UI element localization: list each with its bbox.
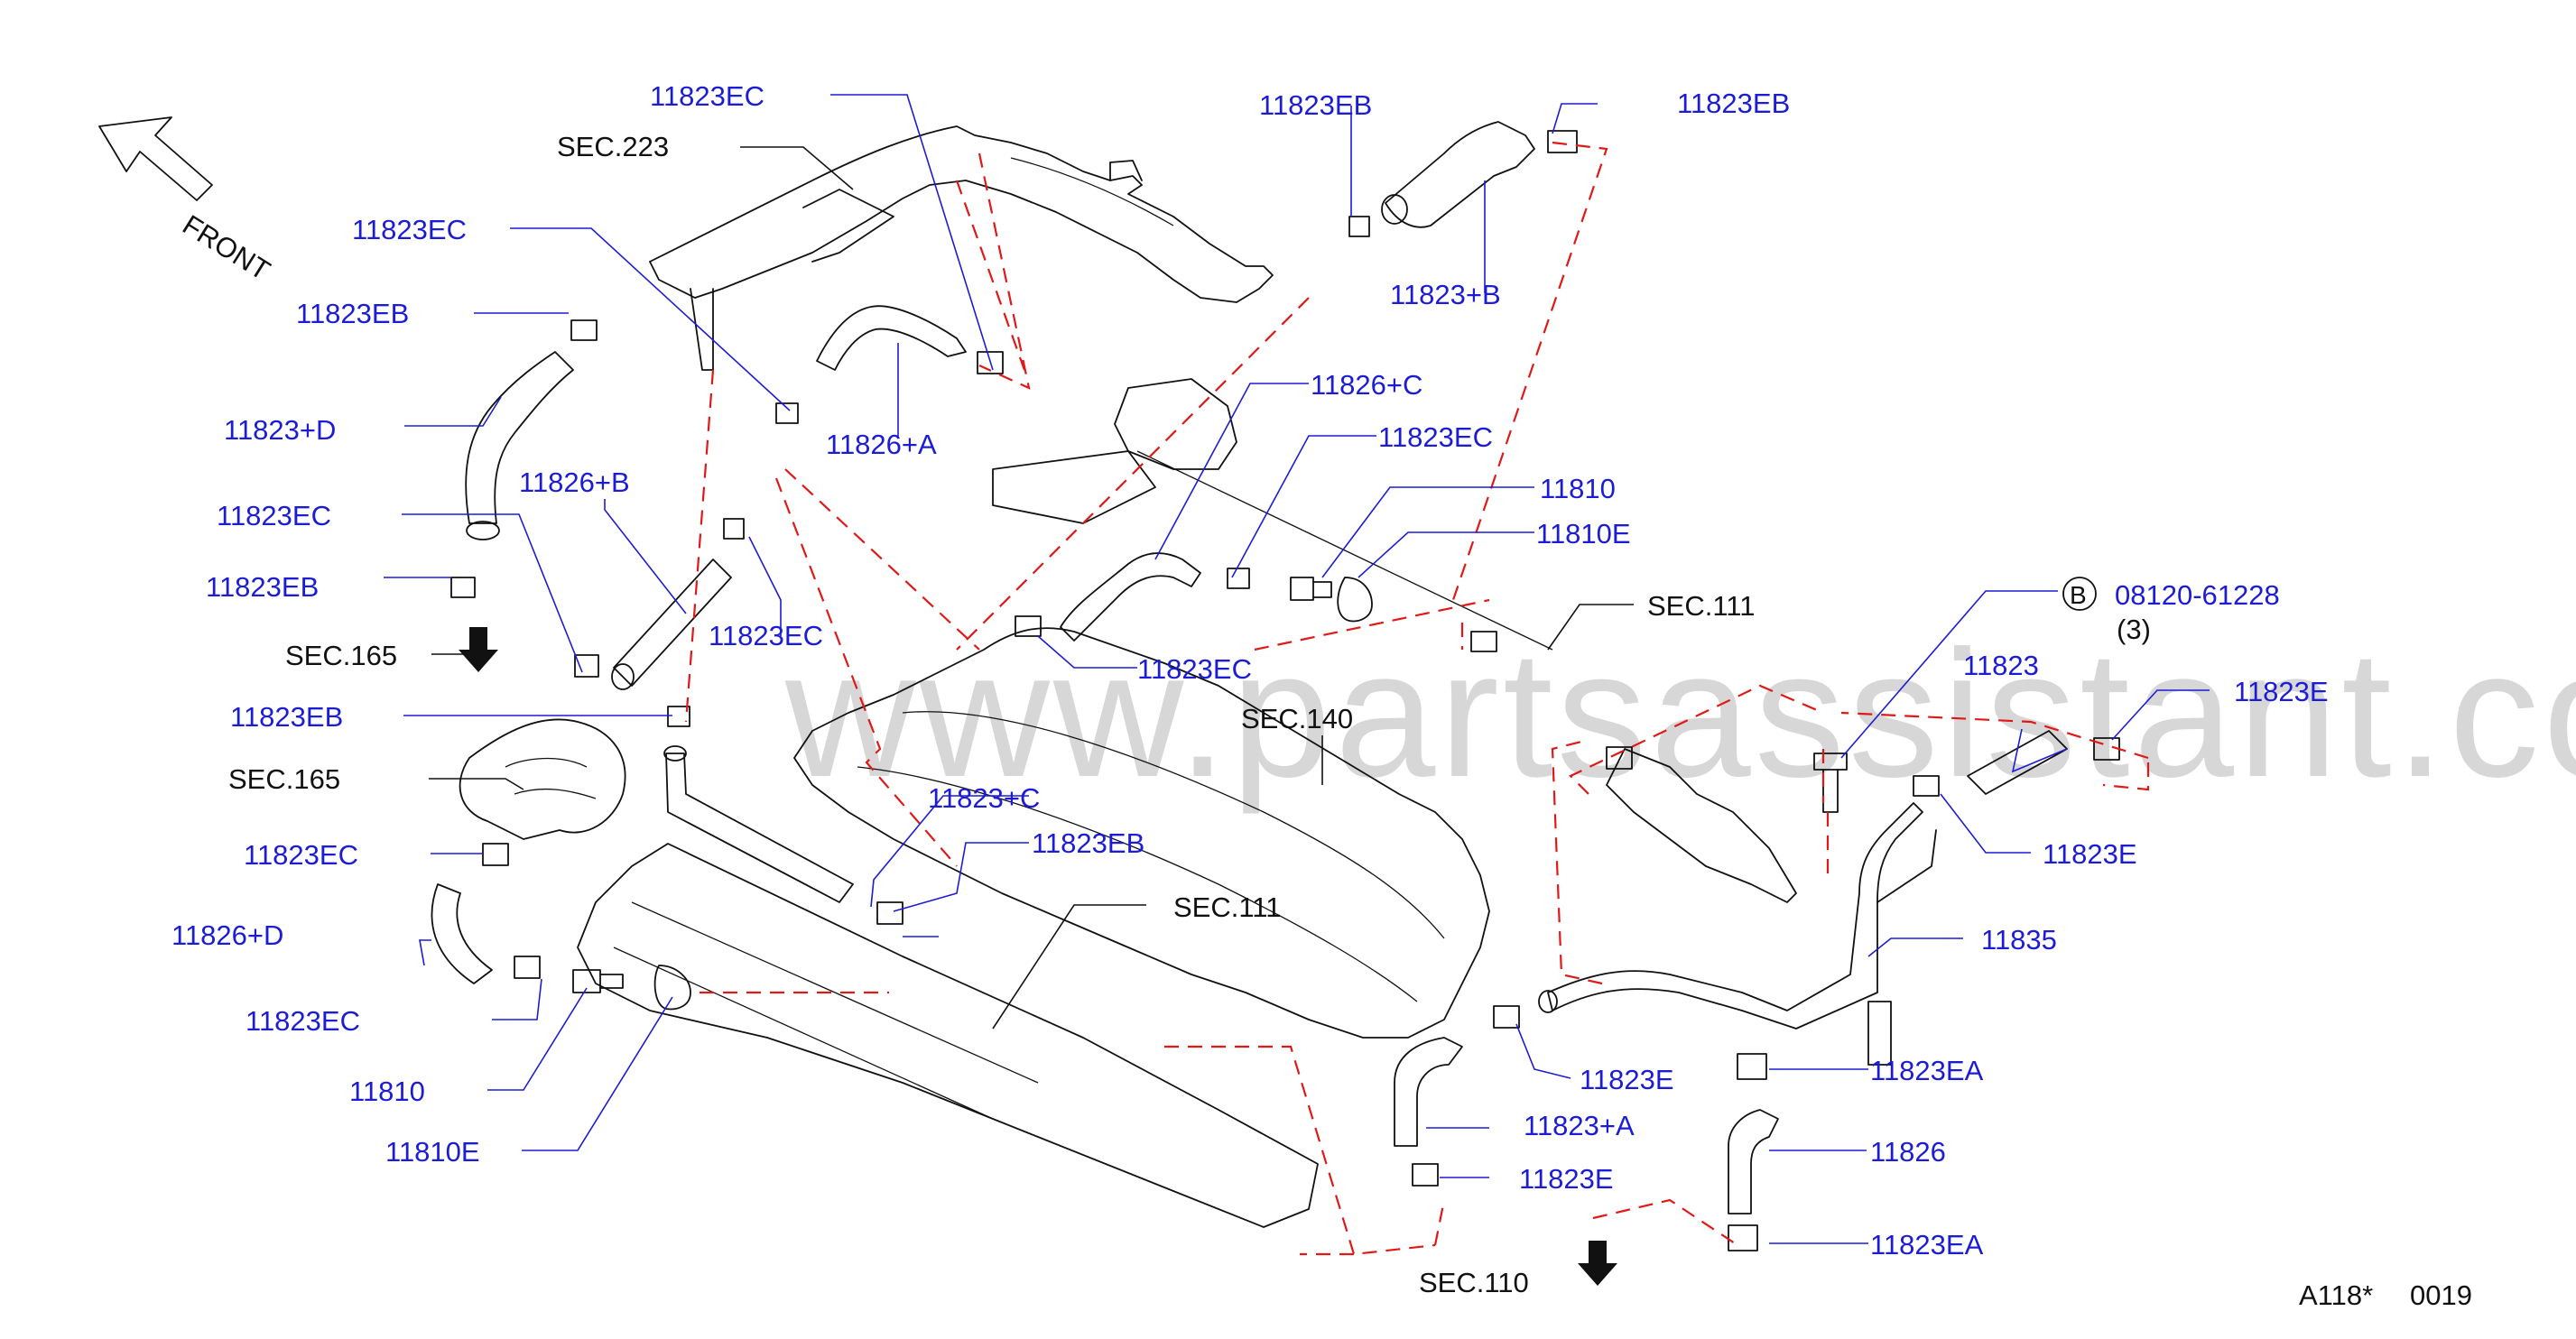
part-label[interactable]: 11823E — [1519, 1163, 1614, 1195]
part-label[interactable]: 11823EC — [709, 620, 823, 651]
clamp-icon — [1470, 631, 1497, 652]
front-arrow-icon — [98, 116, 213, 201]
hose-11823-a — [1394, 1037, 1463, 1147]
section-label[interactable]: SEC.110 — [1419, 1267, 1529, 1298]
watermark-text: www.partsassistant.com — [784, 614, 2576, 815]
clamp-icon — [1547, 130, 1578, 153]
clamp-icon — [1728, 1224, 1758, 1251]
clamp-icon — [1348, 216, 1370, 237]
clamp-icon — [667, 706, 690, 727]
part-label[interactable]: 11823EC — [1378, 421, 1493, 453]
bracket-sec-111 — [1606, 748, 1797, 903]
clamp-icon — [977, 351, 1004, 374]
clamp-icon — [1412, 1163, 1439, 1187]
part-label[interactable]: 11810E — [385, 1136, 480, 1168]
diagram-number: 0019 — [2410, 1279, 2472, 1311]
part-label[interactable]: 11823EC — [244, 839, 358, 871]
diagram-code: A118* — [2299, 1279, 2373, 1311]
part-label[interactable]: 11823EC — [650, 80, 764, 112]
part-label[interactable]: 11823EB — [230, 701, 343, 733]
circle-b-label: B — [2070, 581, 2087, 609]
part-label[interactable]: 11823+D — [224, 414, 336, 446]
part-labels: 11823EC SEC.223 11823EB 11823EB 11823+B … — [171, 80, 2329, 1298]
clamp-icon — [723, 518, 745, 540]
part-label[interactable]: 11826+B — [519, 466, 630, 498]
part-label[interactable]: 11823EA — [1870, 1055, 1984, 1086]
section-label[interactable]: SEC.111 — [1173, 891, 1281, 923]
hose-11826-a — [816, 305, 967, 371]
clamp-icon — [876, 901, 903, 925]
bolt-icon — [1813, 753, 1848, 813]
part-label[interactable]: 11810E — [1536, 518, 1631, 549]
heater-pipe-11835-b — [1867, 829, 1937, 1066]
part-label[interactable]: 11826+D — [171, 919, 283, 951]
thermostat-housing — [459, 718, 626, 840]
leader-lines — [384, 94, 2210, 1244]
part-label[interactable]: 11826+A — [826, 429, 937, 460]
hose-11826-b — [611, 559, 732, 690]
front-label: FRONT — [177, 208, 275, 286]
red-dash-connectors — [684, 141, 2150, 1256]
part-label[interactable]: 11823E — [2043, 838, 2137, 870]
part-label[interactable]: 11826 — [1870, 1136, 1946, 1168]
part-label[interactable]: 11823EC — [246, 1005, 360, 1037]
part-label[interactable]: 11823+A — [1524, 1110, 1635, 1141]
clamp-icon — [574, 654, 599, 678]
hose-11823-b — [1381, 121, 1535, 228]
intake-manifold — [992, 378, 1553, 651]
part-label[interactable]: 11826+C — [1311, 369, 1422, 401]
clamp-icon — [1493, 1005, 1520, 1029]
arrow-down-icon — [1578, 1241, 1617, 1286]
hose-11826-d — [431, 883, 493, 984]
clamp-icon — [482, 843, 509, 866]
clamp-icon — [514, 956, 541, 979]
section-label[interactable]: SEC.165 — [285, 640, 397, 671]
clamp-icon — [1737, 1053, 1767, 1080]
hose-11826-c — [1060, 552, 1201, 642]
circle-b-icon: B — [2062, 577, 2097, 611]
arrow-down-icon — [459, 627, 498, 672]
heater-pipe-11835 — [1538, 802, 1923, 1030]
section-label[interactable]: SEC.140 — [1241, 703, 1353, 734]
hose-11823-c — [663, 745, 854, 903]
part-label[interactable]: 11823+C — [928, 782, 1040, 814]
part-label[interactable]: 11823 — [1963, 650, 2039, 681]
part-label[interactable]: 08120-61228 — [2115, 579, 2280, 611]
hose-11823-d — [465, 351, 574, 540]
part-label[interactable]: 11810 — [349, 1076, 425, 1107]
clamp-icon — [1227, 568, 1250, 589]
part-label[interactable]: 11835 — [1981, 924, 2057, 956]
clamp-icon — [450, 577, 476, 598]
hose-11826 — [1728, 1109, 1779, 1214]
lower-block — [577, 843, 1319, 1228]
upper-water-pipe — [649, 125, 1274, 371]
part-label[interactable]: 11823EB — [296, 298, 409, 329]
part-label[interactable]: 11823E — [1580, 1064, 1674, 1095]
part-label[interactable]: 11823E — [2234, 676, 2329, 707]
quantity-label[interactable]: (3) — [2117, 614, 2151, 645]
section-label[interactable]: SEC.223 — [557, 131, 669, 162]
clamp-icon — [1606, 746, 1633, 770]
clamp-icon — [775, 402, 799, 424]
part-label[interactable]: 11810 — [1540, 473, 1616, 504]
part-label[interactable]: 11823EB — [1259, 89, 1372, 121]
section-label[interactable]: SEC.165 — [228, 763, 340, 795]
part-label[interactable]: 11823EB — [1677, 88, 1790, 119]
clamp-icon — [570, 319, 598, 341]
part-label[interactable]: 11823EB — [1032, 827, 1144, 859]
part-label[interactable]: 11823EB — [206, 571, 319, 603]
part-label[interactable]: 11823EC — [217, 500, 331, 531]
drain-plug-icon — [572, 577, 1373, 1011]
part-label[interactable]: 11823+B — [1390, 279, 1501, 310]
section-label[interactable]: SEC.111 — [1647, 590, 1755, 622]
part-label[interactable]: 11823EC — [1137, 653, 1252, 685]
engine-block — [793, 627, 1490, 1039]
clamp-icon — [1913, 775, 1940, 797]
part-label[interactable]: 11823EC — [352, 214, 467, 245]
clamp-icon — [1015, 615, 1042, 637]
part-label[interactable]: 11823EA — [1870, 1229, 1984, 1261]
